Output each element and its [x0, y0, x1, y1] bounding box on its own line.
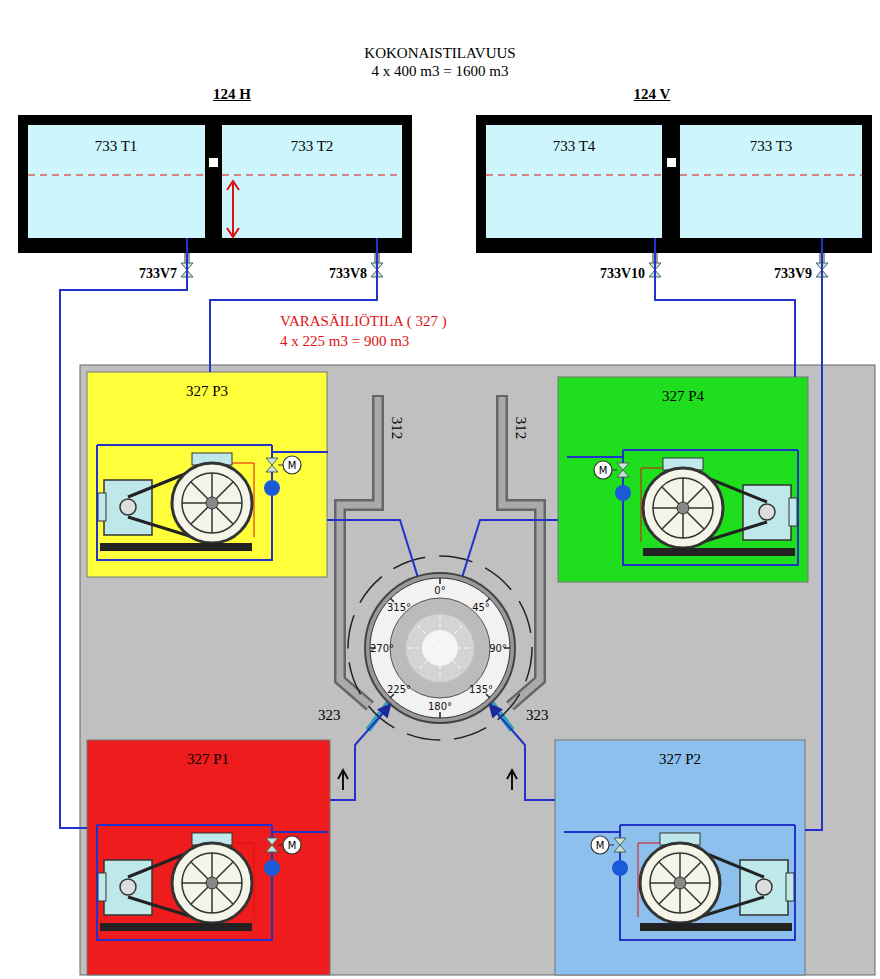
reactor-circle: 0° 45° 90° 135° 180° 225° 270° 315° [365, 573, 515, 723]
degree-label: 225° [387, 684, 411, 695]
motor-mark: M [288, 840, 297, 851]
degree-label: 0° [434, 585, 445, 596]
degree-label: 315° [387, 601, 411, 612]
degree-label: 135° [469, 684, 493, 695]
callout-number: 323 [318, 706, 341, 724]
tank-box: 733 T3 [680, 125, 862, 238]
node-label: 733 T2 [291, 137, 334, 155]
node-label: 327 P1 [187, 750, 229, 768]
tank-box: 733 T4 [486, 125, 662, 238]
node-label: 733 T4 [553, 137, 596, 155]
valve-id: 733V9 [774, 266, 812, 283]
pump-unit [97, 445, 328, 560]
pump-unit [567, 450, 798, 565]
pump-bay [87, 372, 327, 577]
motor-mark: M [288, 460, 297, 471]
pump-bay [87, 740, 330, 975]
pipe-connector [210, 238, 377, 372]
reactor-drawing [348, 556, 532, 740]
motor-mark: M [599, 465, 608, 476]
pump-bay: 327 P4 [558, 377, 808, 582]
degree-label: 270° [370, 643, 394, 654]
node-label: 4 x 225 m3 = 900 m3 [280, 332, 409, 350]
pipe-connector [655, 238, 795, 377]
pipe-connector [60, 238, 187, 828]
room-floor [80, 365, 875, 975]
motor-mark: M [596, 840, 605, 851]
pump-unit [97, 825, 328, 940]
node-label: 327 P3 [186, 382, 228, 400]
volume-note: 4 x 400 m3 = 1600 m3 [372, 62, 509, 80]
degree-label: 45° [472, 601, 490, 612]
tank-box: 733 T1 [28, 125, 205, 238]
pump-bay: 327 P2 [555, 740, 805, 975]
storage-room: VARASÄILIÖTILA ( 327 )4 x 225 m3 = 900 m… [80, 365, 875, 975]
node-label: 327 P4 [662, 387, 704, 405]
tank-group: 124 H733 T1733 T2 [18, 115, 412, 253]
pipe-connector [327, 520, 418, 576]
node-label: 124 H [213, 85, 251, 103]
valves [181, 253, 828, 277]
pipe-connector [462, 520, 558, 576]
degree-label: 180° [428, 701, 452, 712]
pipe-number: 312 [512, 417, 530, 440]
node-label: 733 T1 [95, 137, 138, 155]
node-label: 124 V [634, 85, 671, 103]
pump-bay: 327 P3 [87, 372, 327, 577]
diagram-title: KOKONAISTILAVUUS [364, 44, 515, 62]
pump-bay: 327 P1 [87, 740, 330, 975]
tank-box: 733 T2 [222, 125, 402, 238]
pump-bay [558, 377, 808, 582]
node-label: 733 T3 [750, 137, 793, 155]
tank-frames [18, 115, 872, 253]
degree-label: 90° [489, 643, 507, 654]
node-label: VARASÄILIÖTILA ( 327 ) [280, 312, 447, 330]
tank-group: 124 V733 T4733 T3 [476, 115, 872, 253]
valve-id: 733V8 [329, 266, 367, 283]
callout-number: 323 [526, 706, 549, 724]
node-label: 327 P2 [659, 750, 701, 768]
valve-id: 733V10 [600, 266, 645, 283]
valve-id: 733V7 [139, 266, 177, 283]
pump-bay [555, 740, 805, 975]
pipe-number: 312 [388, 417, 406, 440]
pump-unit [564, 825, 795, 940]
pipe-connector [805, 238, 822, 830]
pipe-connector [489, 704, 555, 800]
